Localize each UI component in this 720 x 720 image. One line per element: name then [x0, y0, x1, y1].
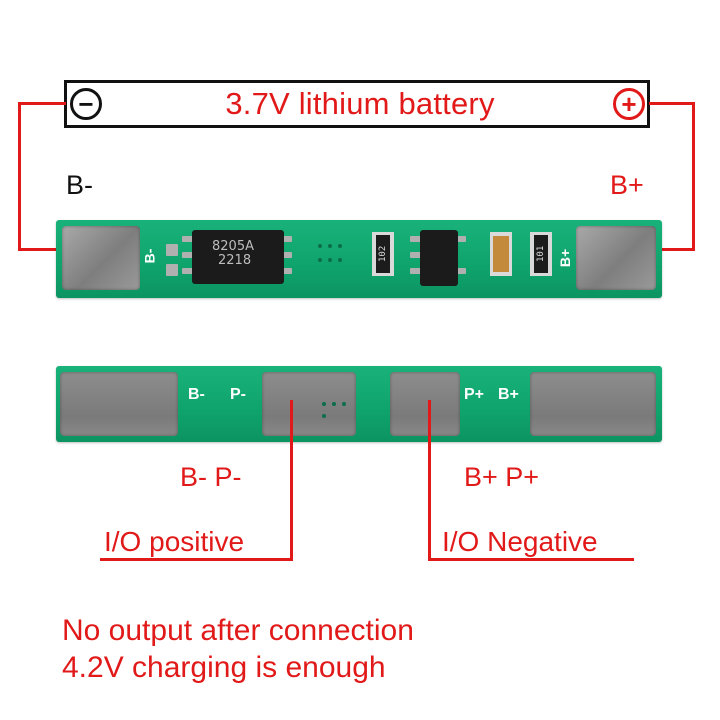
chip-pin — [410, 236, 422, 242]
small-component-pin — [166, 244, 178, 256]
note-line-1: No output after connection — [62, 614, 414, 647]
chip-pin — [182, 268, 194, 274]
via — [332, 402, 336, 406]
io-negative-label: I/O Negative — [442, 526, 598, 557]
via — [322, 402, 326, 406]
via — [318, 258, 322, 262]
top-silk-b-minus-text: B- — [141, 248, 158, 264]
label-b-plus: B+ — [610, 170, 644, 200]
chip-pin — [182, 252, 194, 258]
plus-terminal-icon: + — [613, 88, 645, 120]
via — [328, 258, 332, 262]
wire-right-vertical — [692, 102, 695, 250]
chip-pin — [454, 236, 466, 242]
leader-right-vertical — [428, 400, 431, 560]
chip-pin — [280, 252, 292, 258]
callout-b-minus-p-minus: B- P- — [180, 462, 242, 492]
bottom-pad-p-minus — [262, 372, 356, 436]
bottom-pad-b-plus — [530, 372, 656, 436]
bottom-silk-b-minus: B- — [188, 386, 205, 403]
leader-left-vertical — [290, 400, 293, 560]
io-positive-label: I/O positive — [104, 526, 245, 557]
wire-left-horizontal-bottom — [18, 248, 64, 251]
plus-symbol: + — [621, 89, 637, 119]
resistor-101: 101 — [530, 232, 552, 276]
chip-pin — [410, 252, 422, 258]
top-silk-b-plus-text: B+ — [557, 248, 574, 268]
callout-b-plus-p-plus: B+ P+ — [464, 462, 540, 492]
top-silk-b-minus: B- — [141, 249, 157, 264]
capacitor — [490, 232, 512, 276]
leader-left-horizontal — [100, 558, 293, 561]
minus-terminal-icon: − — [70, 88, 102, 120]
via — [328, 244, 332, 248]
bottom-silk-b-plus: B+ — [498, 386, 519, 403]
resistor-102-text: 102 — [378, 245, 388, 263]
via — [338, 244, 342, 248]
main-chip-8205a: 8205A 2218 — [192, 230, 284, 284]
via — [318, 244, 322, 248]
chip-pin — [182, 236, 194, 242]
top-pcb-board — [56, 220, 662, 298]
wire-left-vertical — [18, 102, 21, 250]
top-pad-left — [62, 226, 140, 290]
resistor-102: 102 — [372, 232, 394, 276]
wire-right-horizontal-top — [649, 102, 695, 105]
chip-pin — [454, 268, 466, 274]
via — [322, 414, 326, 418]
chip-line2: 2218 — [218, 253, 252, 268]
small-component-pin — [166, 264, 178, 276]
battery-title: 3.7V lithium battery — [225, 86, 495, 121]
protection-ic — [420, 230, 458, 286]
bottom-pad-p-plus — [390, 372, 460, 436]
chip-pin — [280, 268, 292, 274]
bottom-silk-p-plus: P+ — [464, 386, 485, 403]
top-pad-right — [576, 226, 656, 290]
via — [338, 258, 342, 262]
chip-pin — [410, 268, 422, 274]
chip-pin — [280, 236, 292, 242]
label-b-minus: B- — [66, 170, 93, 200]
chip-line1: 8205A — [212, 239, 254, 254]
battery-box — [64, 80, 650, 128]
bottom-pad-b-minus — [60, 372, 178, 436]
bottom-silk-p-minus: P- — [230, 386, 246, 403]
leader-right-horizontal — [428, 558, 634, 561]
wire-right-horizontal-bottom — [658, 248, 695, 251]
wire-left-horizontal-top — [18, 102, 66, 105]
via — [342, 402, 346, 406]
resistor-101-text: 101 — [536, 245, 546, 263]
note-line-2: 4.2V charging is enough — [62, 651, 386, 684]
top-silk-b-plus: B+ — [557, 249, 573, 267]
minus-symbol: − — [78, 89, 94, 119]
